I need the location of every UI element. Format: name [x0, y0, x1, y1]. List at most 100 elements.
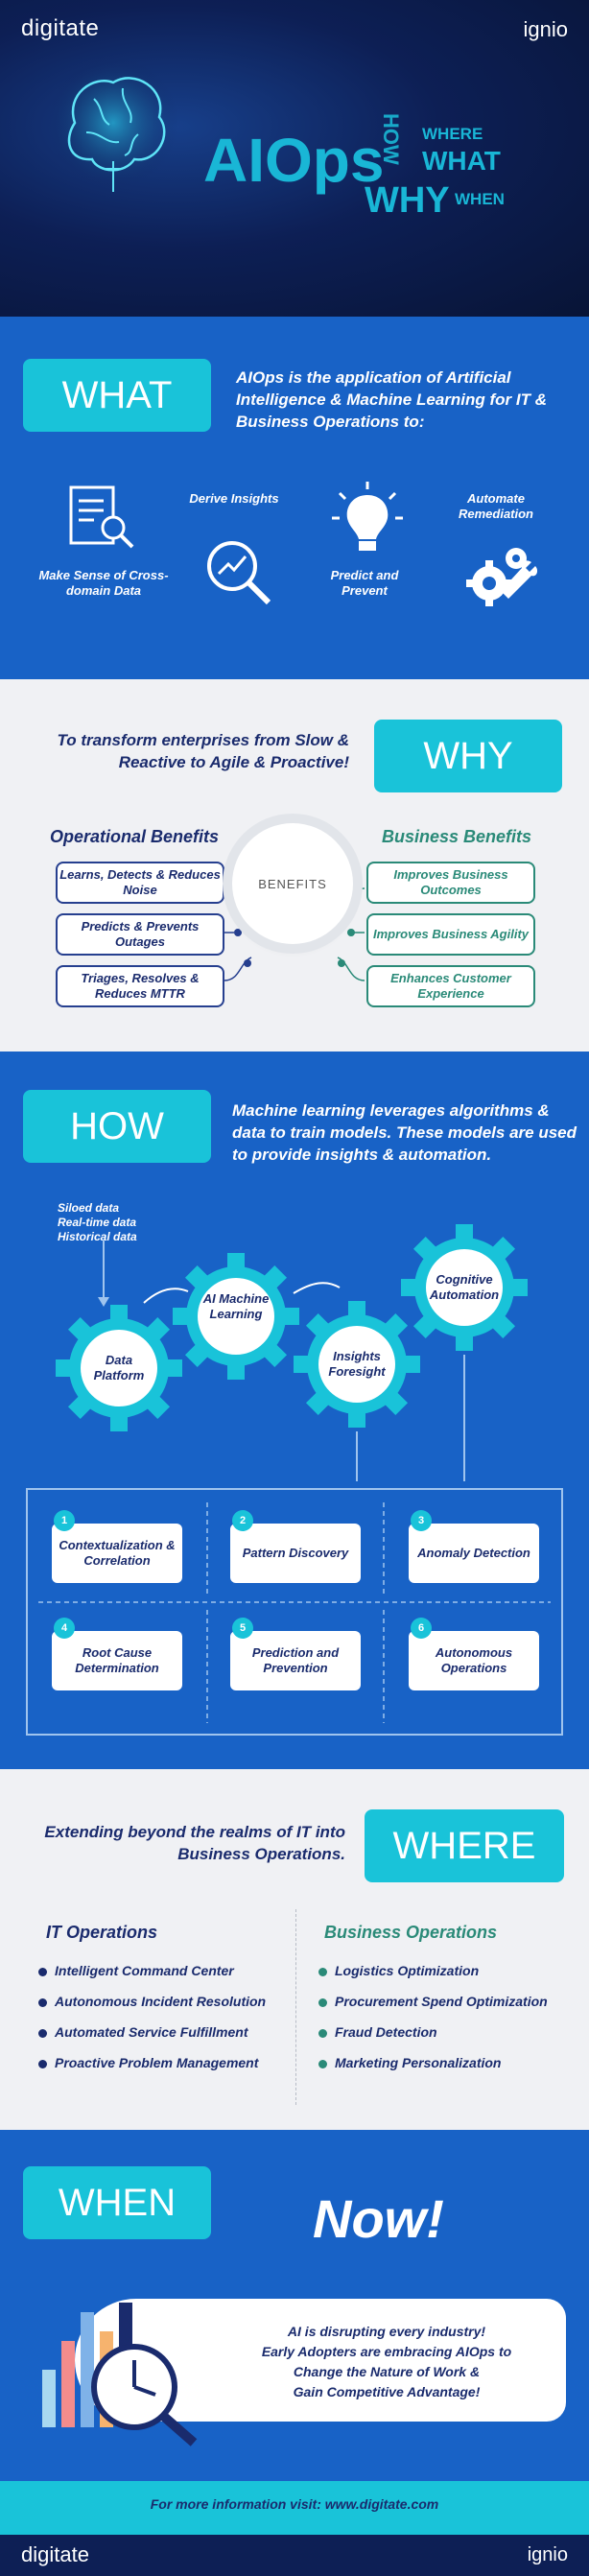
data-inputs-list: Siloed data Real-time data Historical da… [58, 1201, 137, 1244]
step-number-4: 4 [54, 1618, 75, 1639]
it-item-label: Autonomous Incident Resolution [55, 1994, 267, 2009]
why-word: WHY [365, 180, 450, 221]
bullet-icon [318, 2028, 327, 2038]
why-description: To transform enterprises from Slow & Rea… [57, 731, 349, 771]
biz-item-3: Fraud Detection [318, 2024, 437, 2040]
bullet-icon [38, 2028, 47, 2038]
biz-item-label: Procurement Spend Optimization [335, 1994, 548, 2009]
where-section: Extending beyond the realms of IT into B… [0, 1769, 589, 2130]
where-word: WHERE [422, 125, 483, 143]
digitate-logo[interactable]: digitate [21, 15, 100, 41]
business-benefits-heading: Business Benefits [382, 827, 532, 846]
it-item-1: Intelligent Command Center [38, 1963, 234, 1978]
biz-item-2: Procurement Spend Optimization [318, 1994, 548, 2009]
when-message: AI is disrupting every industry! Early A… [228, 2322, 545, 2402]
now-headline: Now! [313, 2188, 444, 2249]
business-benefit-2: Improves Business Agility [366, 913, 535, 956]
data-input-1: Siloed data [58, 1201, 120, 1215]
step-card-2: Pattern Discovery [230, 1524, 361, 1583]
bullet-icon [318, 1997, 327, 2007]
column-divider [295, 1909, 296, 2105]
chart-clock-icon [42, 2303, 198, 2446]
step-number-1: 1 [54, 1510, 75, 1531]
step-number-3: 3 [411, 1510, 432, 1531]
where-tag: WHERE [365, 1809, 564, 1882]
it-item-label: Intelligent Command Center [55, 1963, 234, 1978]
why-section: To transform enterprises from Slow & Rea… [0, 679, 589, 1052]
bullet-icon [38, 2059, 47, 2068]
bullet-icon [318, 2059, 327, 2068]
it-item-label: Automated Service Fulfillment [55, 2024, 248, 2040]
bullet-icon [318, 1967, 327, 1976]
magnifier-chart-icon [207, 541, 271, 605]
what-description: AIOps is the application of Artificial I… [236, 368, 547, 431]
step-card-3: Anomaly Detection [409, 1524, 539, 1583]
step-card-5: Prediction and Prevention [230, 1631, 361, 1690]
biz-item-label: Fraud Detection [335, 2024, 437, 2040]
what-item-label-3: Predict and Prevent [330, 568, 399, 598]
gears-diagram [26, 1224, 563, 1736]
footer-digitate-logo[interactable]: digitate [21, 2542, 89, 2566]
step-card-4: Root Cause Determination [52, 1631, 182, 1690]
what-tag: WHAT [23, 359, 211, 432]
business-operations-heading: Business Operations [324, 1923, 498, 1942]
step-card-1: Contextualization & Correlation [52, 1524, 182, 1583]
footer-link[interactable]: For more information visit: www.digitate… [150, 2496, 439, 2512]
bullet-icon [38, 1967, 47, 1976]
biz-item-4: Marketing Personalization [318, 2055, 501, 2070]
hero-banner: digitate ignio AIOps HOW WHERE WHAT WHY … [0, 0, 589, 317]
lightbulb-icon [332, 482, 403, 551]
operational-benefit-2: Predicts & Prevents Outages [56, 913, 224, 956]
step-number-5: 5 [232, 1618, 253, 1639]
ignio-logo[interactable]: ignio [523, 17, 568, 41]
where-description: Extending beyond the realms of IT into B… [44, 1823, 345, 1863]
it-item-3: Automated Service Fulfillment [38, 2024, 247, 2040]
operational-benefits-heading: Operational Benefits [50, 827, 220, 846]
what-item-label-2: Derive Insights [189, 491, 279, 506]
when-message-line-3: Change the Nature of Work & [293, 2364, 481, 2379]
biz-item-label: Marketing Personalization [335, 2055, 502, 2070]
data-input-2: Real-time data [58, 1216, 137, 1229]
operational-benefit-3: Triages, Resolves & Reduces MTTR [56, 965, 224, 1007]
aiops-title: AIOps [203, 126, 385, 195]
gear-label-insights: Insights Foresight [328, 1349, 386, 1379]
footer-ignio-logo[interactable]: ignio [527, 2544, 568, 2565]
business-benefit-1: Improves Business Outcomes [366, 862, 535, 904]
step-card-6: Autonomous Operations [409, 1631, 539, 1690]
step-number-2: 2 [232, 1510, 253, 1531]
what-section: WHAT AIOps is the application of Artific… [0, 317, 589, 679]
how-tag: HOW [23, 1090, 211, 1163]
business-benefit-3: Enhances Customer Experience [366, 965, 535, 1007]
how-word: HOW [379, 113, 403, 165]
document-search-icon [69, 485, 134, 549]
when-message-line-4: Gain Competitive Advantage! [293, 2384, 481, 2399]
bottom-bar: digitate ignio [0, 2535, 589, 2576]
biz-item-label: Logistics Optimization [335, 1963, 480, 1978]
when-word: WHEN [455, 190, 505, 208]
gear-label-data-platform: Data Platform [93, 1353, 145, 1383]
what-item-label-4: Automate Remediation [458, 491, 533, 521]
gear-label-ai-ml: AI Machine Learning [202, 1291, 270, 1321]
how-description: Machine learning leverages algorithms & … [232, 1101, 577, 1164]
operational-benefit-1: Learns, Detects & Reduces Noise [56, 862, 224, 904]
benefits-center: BENEFITS [232, 823, 353, 944]
why-tag: WHY [374, 720, 562, 792]
what-word: WHAT [422, 146, 501, 176]
it-item-2: Autonomous Incident Resolution [38, 1994, 266, 2009]
it-operations-heading: IT Operations [46, 1923, 158, 1942]
data-input-3: Historical data [58, 1230, 137, 1243]
it-item-label: Proactive Problem Management [55, 2055, 259, 2070]
what-item-label-1: Make Sense of Cross-domain Data [38, 568, 169, 598]
it-item-4: Proactive Problem Management [38, 2055, 258, 2070]
step-number-6: 6 [411, 1618, 432, 1639]
when-message-line-1: AI is disrupting every industry! [287, 2324, 486, 2339]
footer-band [0, 2481, 589, 2535]
gears-wrench-icon [466, 548, 538, 606]
when-message-line-2: Early Adopters are embracing AIOps to [261, 2344, 512, 2359]
when-tag: WHEN [23, 2166, 211, 2239]
gear-label-cognitive-automation: Cognitive Automation [429, 1272, 500, 1302]
brain-icon [48, 58, 178, 192]
when-section: WHEN Now! AI is disrupting every industr… [0, 2130, 589, 2481]
biz-item-1: Logistics Optimization [318, 1963, 479, 1978]
